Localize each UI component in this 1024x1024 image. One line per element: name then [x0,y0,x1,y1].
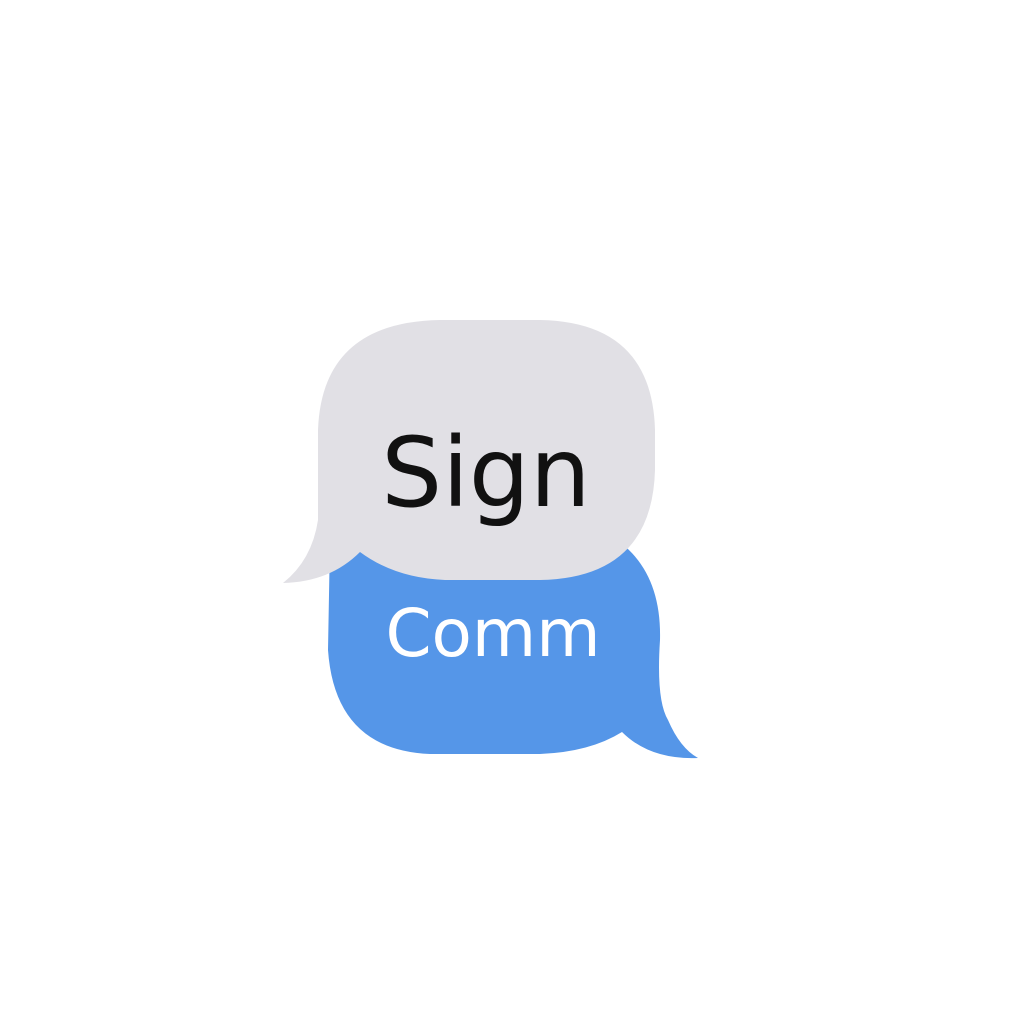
logo-word-sign: Sign [381,417,590,529]
bottom-speech-bubble-icon [328,530,698,759]
top-speech-bubble-icon [283,320,655,583]
logo-word-comm: Comm [385,595,600,672]
